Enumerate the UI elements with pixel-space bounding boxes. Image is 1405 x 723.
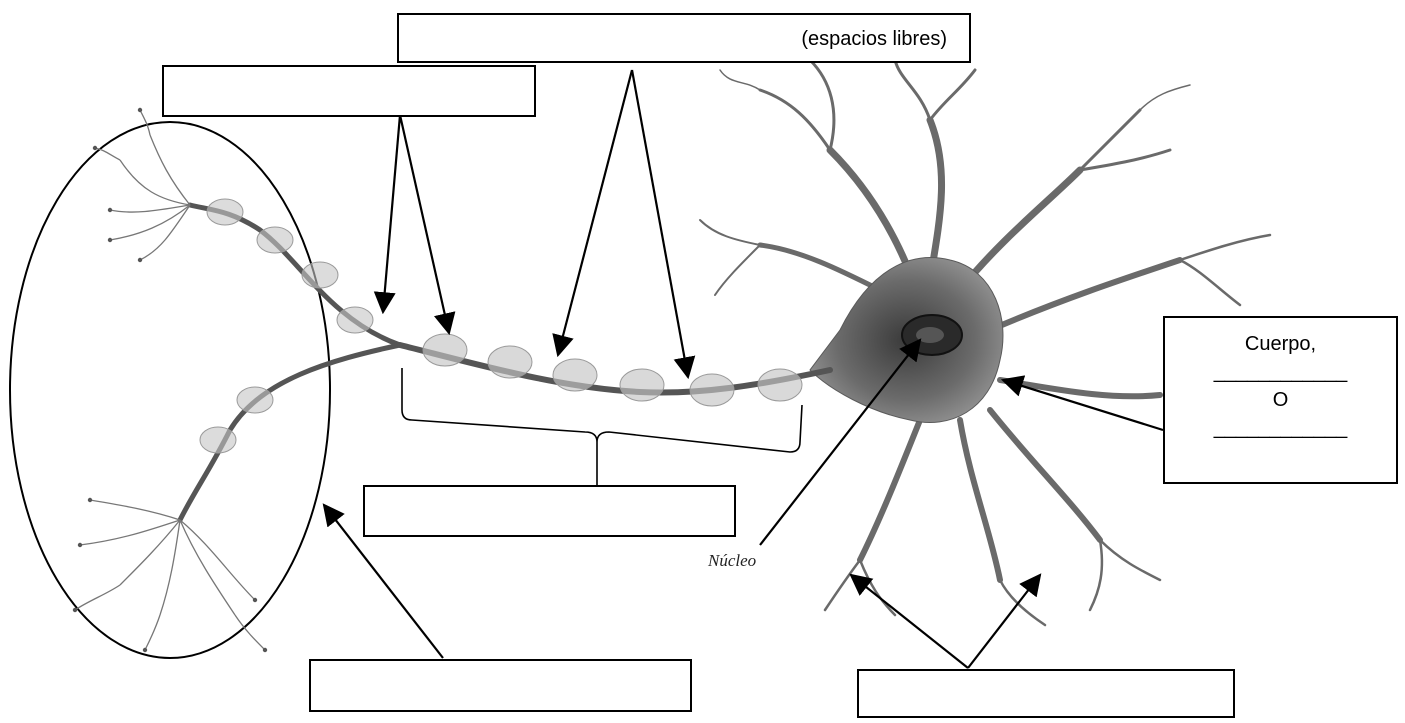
myelin-sheath-label-box[interactable] xyxy=(162,65,536,117)
myelin-gaps-label-box[interactable]: (espacios libres) xyxy=(397,13,971,63)
axon-terminal-branches xyxy=(75,110,265,650)
axon-label-box[interactable] xyxy=(363,485,736,537)
nucleus-label: Núcleo xyxy=(708,551,756,571)
cell-body-blank-1: ____________ xyxy=(1165,358,1396,386)
myelin-sheaths xyxy=(423,334,802,406)
branch-myelin xyxy=(200,199,373,453)
myelin-gaps-label: (espacios libres) xyxy=(801,28,947,51)
arrows xyxy=(324,70,1163,668)
cell-body-label-box[interactable]: Cuerpo, ____________ O ____________ xyxy=(1163,316,1398,484)
axon-terminal-label-box[interactable] xyxy=(309,659,692,712)
cell-body-blank-2: ____________ xyxy=(1165,414,1396,442)
cell-body-label-line1: Cuerpo, xyxy=(1165,330,1396,358)
dendrites-label-box[interactable] xyxy=(857,669,1235,718)
cell-body-or: O xyxy=(1165,386,1396,414)
